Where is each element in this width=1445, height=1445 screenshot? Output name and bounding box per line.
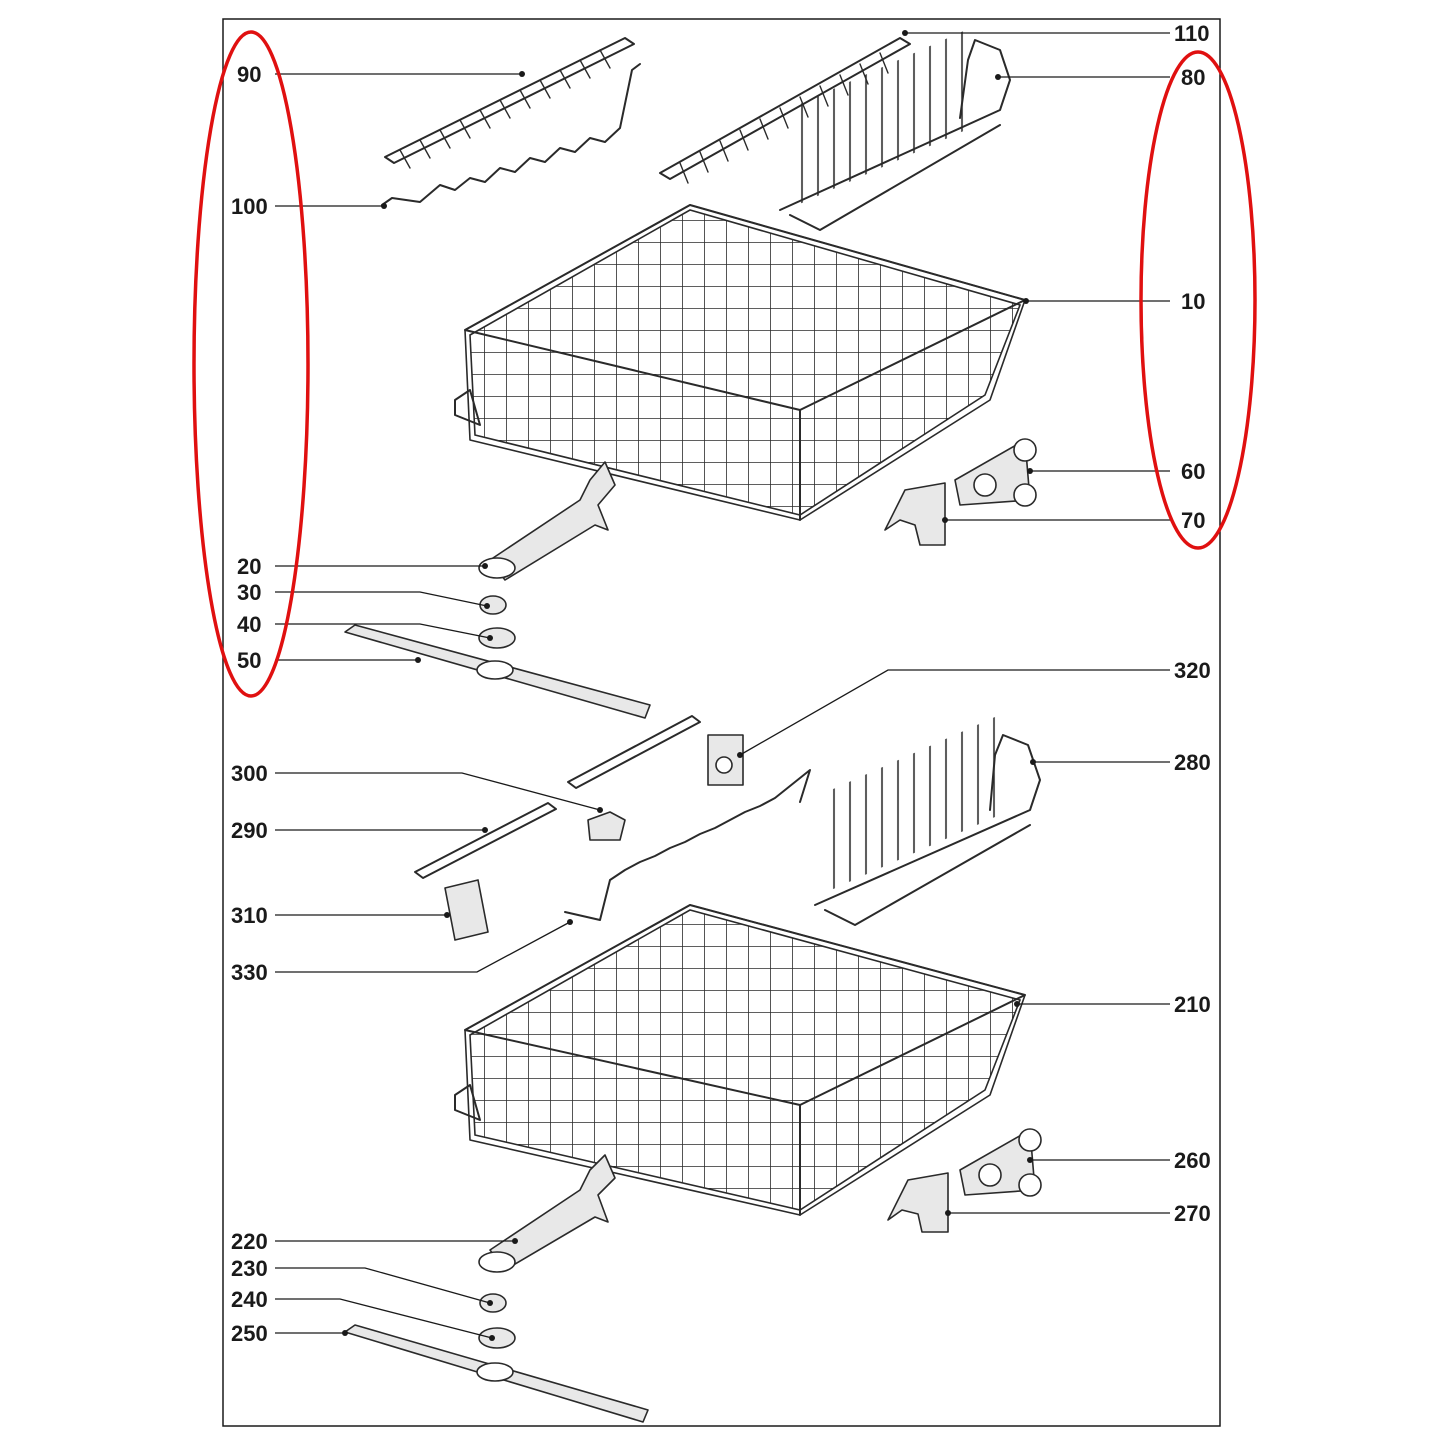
highlight-ellipse-left (192, 30, 310, 698)
label-100: 100 (231, 194, 268, 219)
part-40-bearing (478, 627, 516, 649)
part-70-rack-clip (884, 482, 946, 546)
label-90: 90 (237, 62, 261, 87)
label-310: 310 (231, 903, 268, 928)
label-30: 30 (237, 580, 261, 605)
part-100-zigzag-wire (381, 63, 641, 206)
part-220-spray-arm-feed (478, 1154, 616, 1273)
part-50-spray-arm (344, 624, 651, 719)
label-320: 320 (1174, 658, 1211, 683)
label-220: 220 (231, 1229, 268, 1254)
label-10: 10 (1181, 289, 1205, 314)
label-80: 80 (1181, 65, 1205, 90)
label-290: 290 (231, 818, 268, 843)
drawing-frame (222, 18, 1221, 1427)
part-250-spray-arm (344, 1324, 649, 1423)
label-250: 250 (231, 1321, 268, 1346)
label-50: 50 (237, 648, 261, 673)
label-330: 330 (231, 960, 268, 985)
label-70: 70 (1181, 508, 1205, 533)
label-210: 210 (1174, 992, 1211, 1017)
part-labels: 90 100 110 80 10 60 70 20 30 40 50 320 2… (231, 21, 1211, 1346)
label-270: 270 (1174, 1201, 1211, 1226)
part-330-zigzag-wire (564, 769, 811, 921)
label-260: 260 (1174, 1148, 1211, 1173)
label-60: 60 (1181, 459, 1205, 484)
label-230: 230 (231, 1256, 268, 1281)
part-rail-upper-left (567, 715, 701, 789)
part-10-upper-basket (454, 204, 1026, 521)
part-240-bearing (478, 1327, 516, 1349)
part-60-roller-holder (954, 438, 1037, 507)
label-300: 300 (231, 761, 268, 786)
part-210-lower-basket (454, 904, 1026, 1216)
label-40: 40 (237, 612, 261, 637)
label-240: 240 (231, 1287, 268, 1312)
part-320-module (707, 734, 744, 786)
label-110: 110 (1174, 21, 1210, 46)
part-260-roller-holder (959, 1128, 1042, 1197)
part-310-cover-plate (444, 879, 489, 941)
label-20: 20 (237, 554, 261, 579)
leader-lines (275, 30, 1170, 1341)
highlight-ellipse-right (1139, 50, 1257, 550)
part-280-folding-tines (814, 714, 1041, 926)
part-270-rack-clip (887, 1172, 949, 1233)
label-280: 280 (1174, 750, 1211, 775)
part-290-rack-rail (414, 802, 557, 879)
part-300-clip (587, 811, 626, 841)
part-80-folding-tines (779, 28, 1011, 231)
part-20-spray-arm-feed (478, 461, 616, 581)
part-90-cup-rack-rail (384, 37, 635, 169)
